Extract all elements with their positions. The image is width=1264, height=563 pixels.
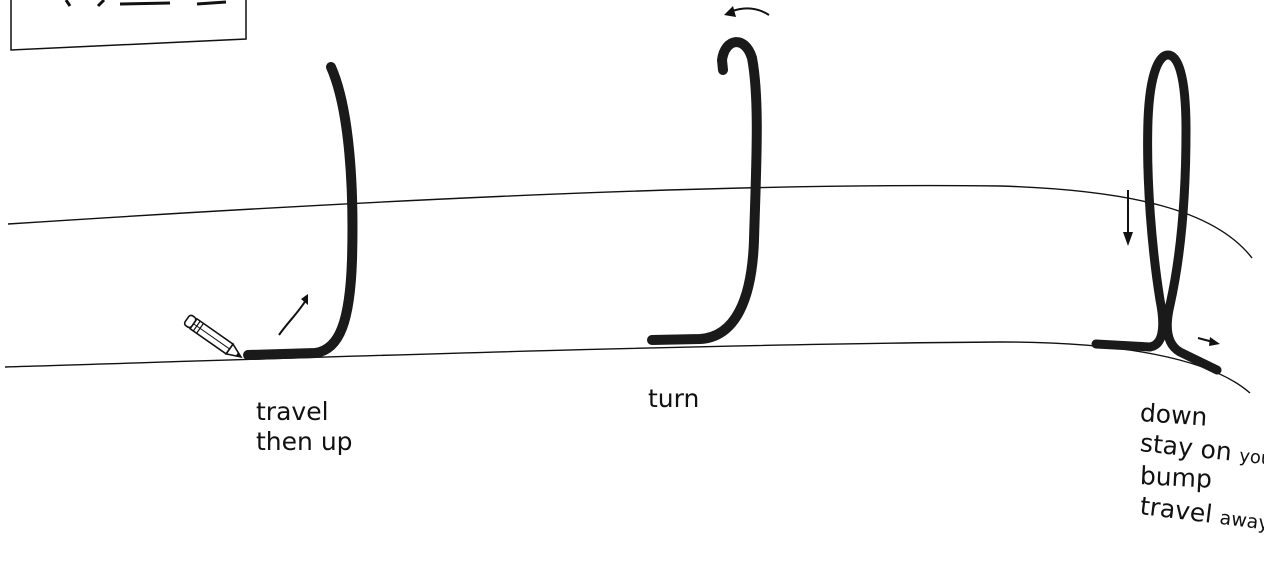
caption-step1-line2: then up	[256, 427, 353, 456]
pencil-icon	[183, 314, 243, 359]
caption-step3-line4-a: travel	[1138, 491, 1214, 529]
arrow-right-icon	[1197, 337, 1220, 346]
step2-stroke	[647, 37, 762, 345]
caption-step1: travel then up	[256, 397, 353, 457]
corner-frame	[10, 0, 247, 51]
arrow-down-icon	[1123, 190, 1133, 246]
baseline	[4, 341, 1251, 394]
caption-step2-line1: turn	[648, 384, 700, 413]
arc-arrow-left-icon	[724, 6, 770, 17]
step3-stroke	[1091, 50, 1222, 375]
step1-stroke	[243, 62, 358, 360]
corner-frame-fragment	[64, 0, 227, 8]
arc-arrow-up-icon	[278, 294, 308, 336]
caption-step3: down stay on your sp bump travel away	[1138, 398, 1264, 535]
caption-step1-line1: travel	[256, 397, 329, 426]
caption-step3-line4-b: away	[1218, 506, 1264, 535]
caption-step2: turn	[648, 384, 699, 414]
top-guide-line	[7, 184, 1253, 259]
